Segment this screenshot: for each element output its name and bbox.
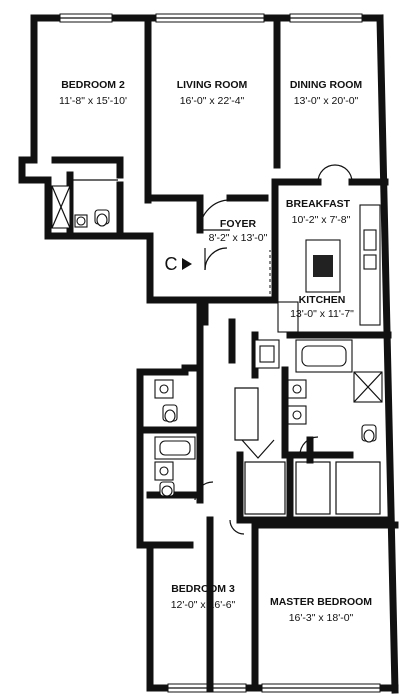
- cooktop-icon: [313, 255, 333, 277]
- room-dimensions: 16'-0" x 22'-4": [180, 95, 245, 107]
- room-bedroom2: BEDROOM 2 11'-8" x 15'-10': [59, 79, 127, 107]
- room-name: MASTER BEDROOM: [270, 596, 372, 608]
- room-dimensions: 13'-0" x 20'-0": [294, 95, 359, 107]
- room-foyer: FOYER 8'-2" x 13'-0": [209, 218, 268, 244]
- bath-bedroom2: [51, 179, 118, 229]
- room-dimensions: 16'-3" x 18'-0": [289, 612, 354, 624]
- room-name: BEDROOM 2: [61, 79, 125, 91]
- room-living: LIVING ROOM 16'-0" x 22'-4": [177, 79, 248, 107]
- room-kitchen: KITCHEN 13'-0" x 11'-7": [290, 294, 354, 320]
- room-dimensions: 13'-0" x 11'-7": [290, 308, 354, 320]
- room-dimensions: 8'-2" x 13'-0": [209, 232, 268, 244]
- room-name: LIVING ROOM: [177, 79, 248, 91]
- room-dimensions: 12'-0" x 16'-6": [171, 599, 236, 611]
- play-arrow-icon: [182, 258, 192, 270]
- kitchen-fixtures: [277, 204, 381, 333]
- room-name: DINING ROOM: [290, 79, 363, 91]
- room-name: FOYER: [220, 218, 257, 230]
- entry-marker: C: [165, 254, 192, 274]
- foyer-doors: [199, 199, 271, 301]
- dining-double-door: [317, 164, 353, 183]
- room-breakfast: BREAKFAST 10'-2" x 7'-8": [286, 198, 351, 226]
- room-dimensions: 11'-8" x 15'-10': [59, 95, 127, 107]
- room-name: BEDROOM 3: [171, 583, 235, 595]
- room-dining: DINING ROOM 13'-0" x 20'-0": [290, 79, 363, 107]
- hall-fixtures: [234, 339, 383, 459]
- room-dimensions: 10'-2" x 7'-8": [292, 214, 351, 226]
- room-name: KITCHEN: [299, 294, 346, 306]
- interior-walls: [51, 18, 399, 692]
- room-master: MASTER BEDROOM 16'-3" x 18'-0": [270, 596, 372, 624]
- bedroom3-baths: [154, 379, 319, 501]
- entry-letter: C: [165, 254, 178, 274]
- room-bedroom3: BEDROOM 3 12'-0" x 16'-6": [171, 583, 236, 611]
- room-name: BREAKFAST: [286, 198, 351, 210]
- closets: [229, 461, 381, 535]
